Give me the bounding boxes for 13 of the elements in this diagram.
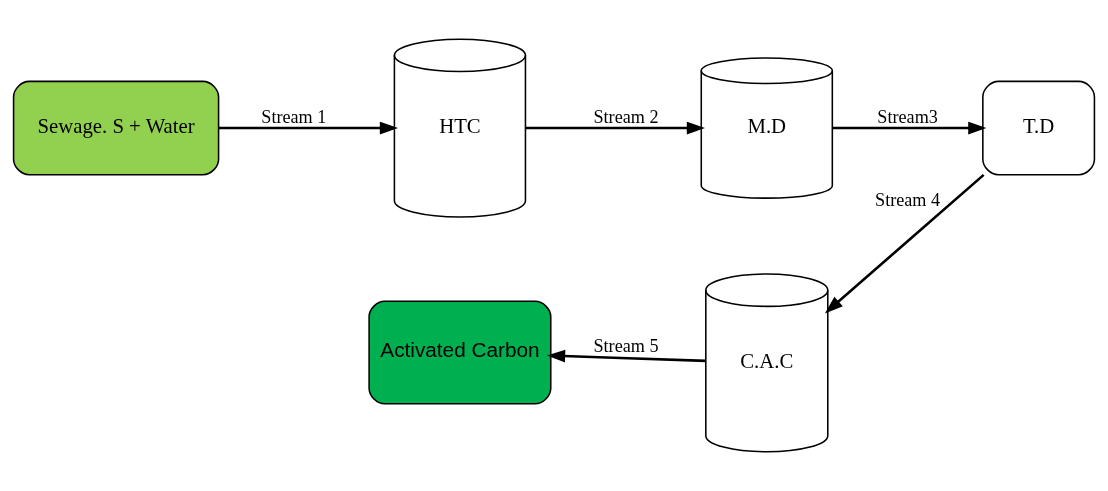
edge-label: Stream 5: [593, 335, 659, 356]
edge-label: Stream3: [877, 107, 938, 128]
arrow: [832, 121, 987, 135]
arrow: [525, 121, 705, 135]
edge-label: Stream 4: [875, 190, 941, 211]
arrow: [218, 121, 399, 135]
node-box: Activated Carbon: [368, 300, 552, 405]
edge-label: Stream 1: [261, 107, 327, 128]
arrow: [546, 349, 706, 363]
node-box: T.D: [982, 80, 1096, 176]
node-box: Sewage. S + Water: [12, 80, 220, 176]
arrow: [824, 173, 985, 314]
edge-label: Stream 2: [593, 107, 659, 128]
